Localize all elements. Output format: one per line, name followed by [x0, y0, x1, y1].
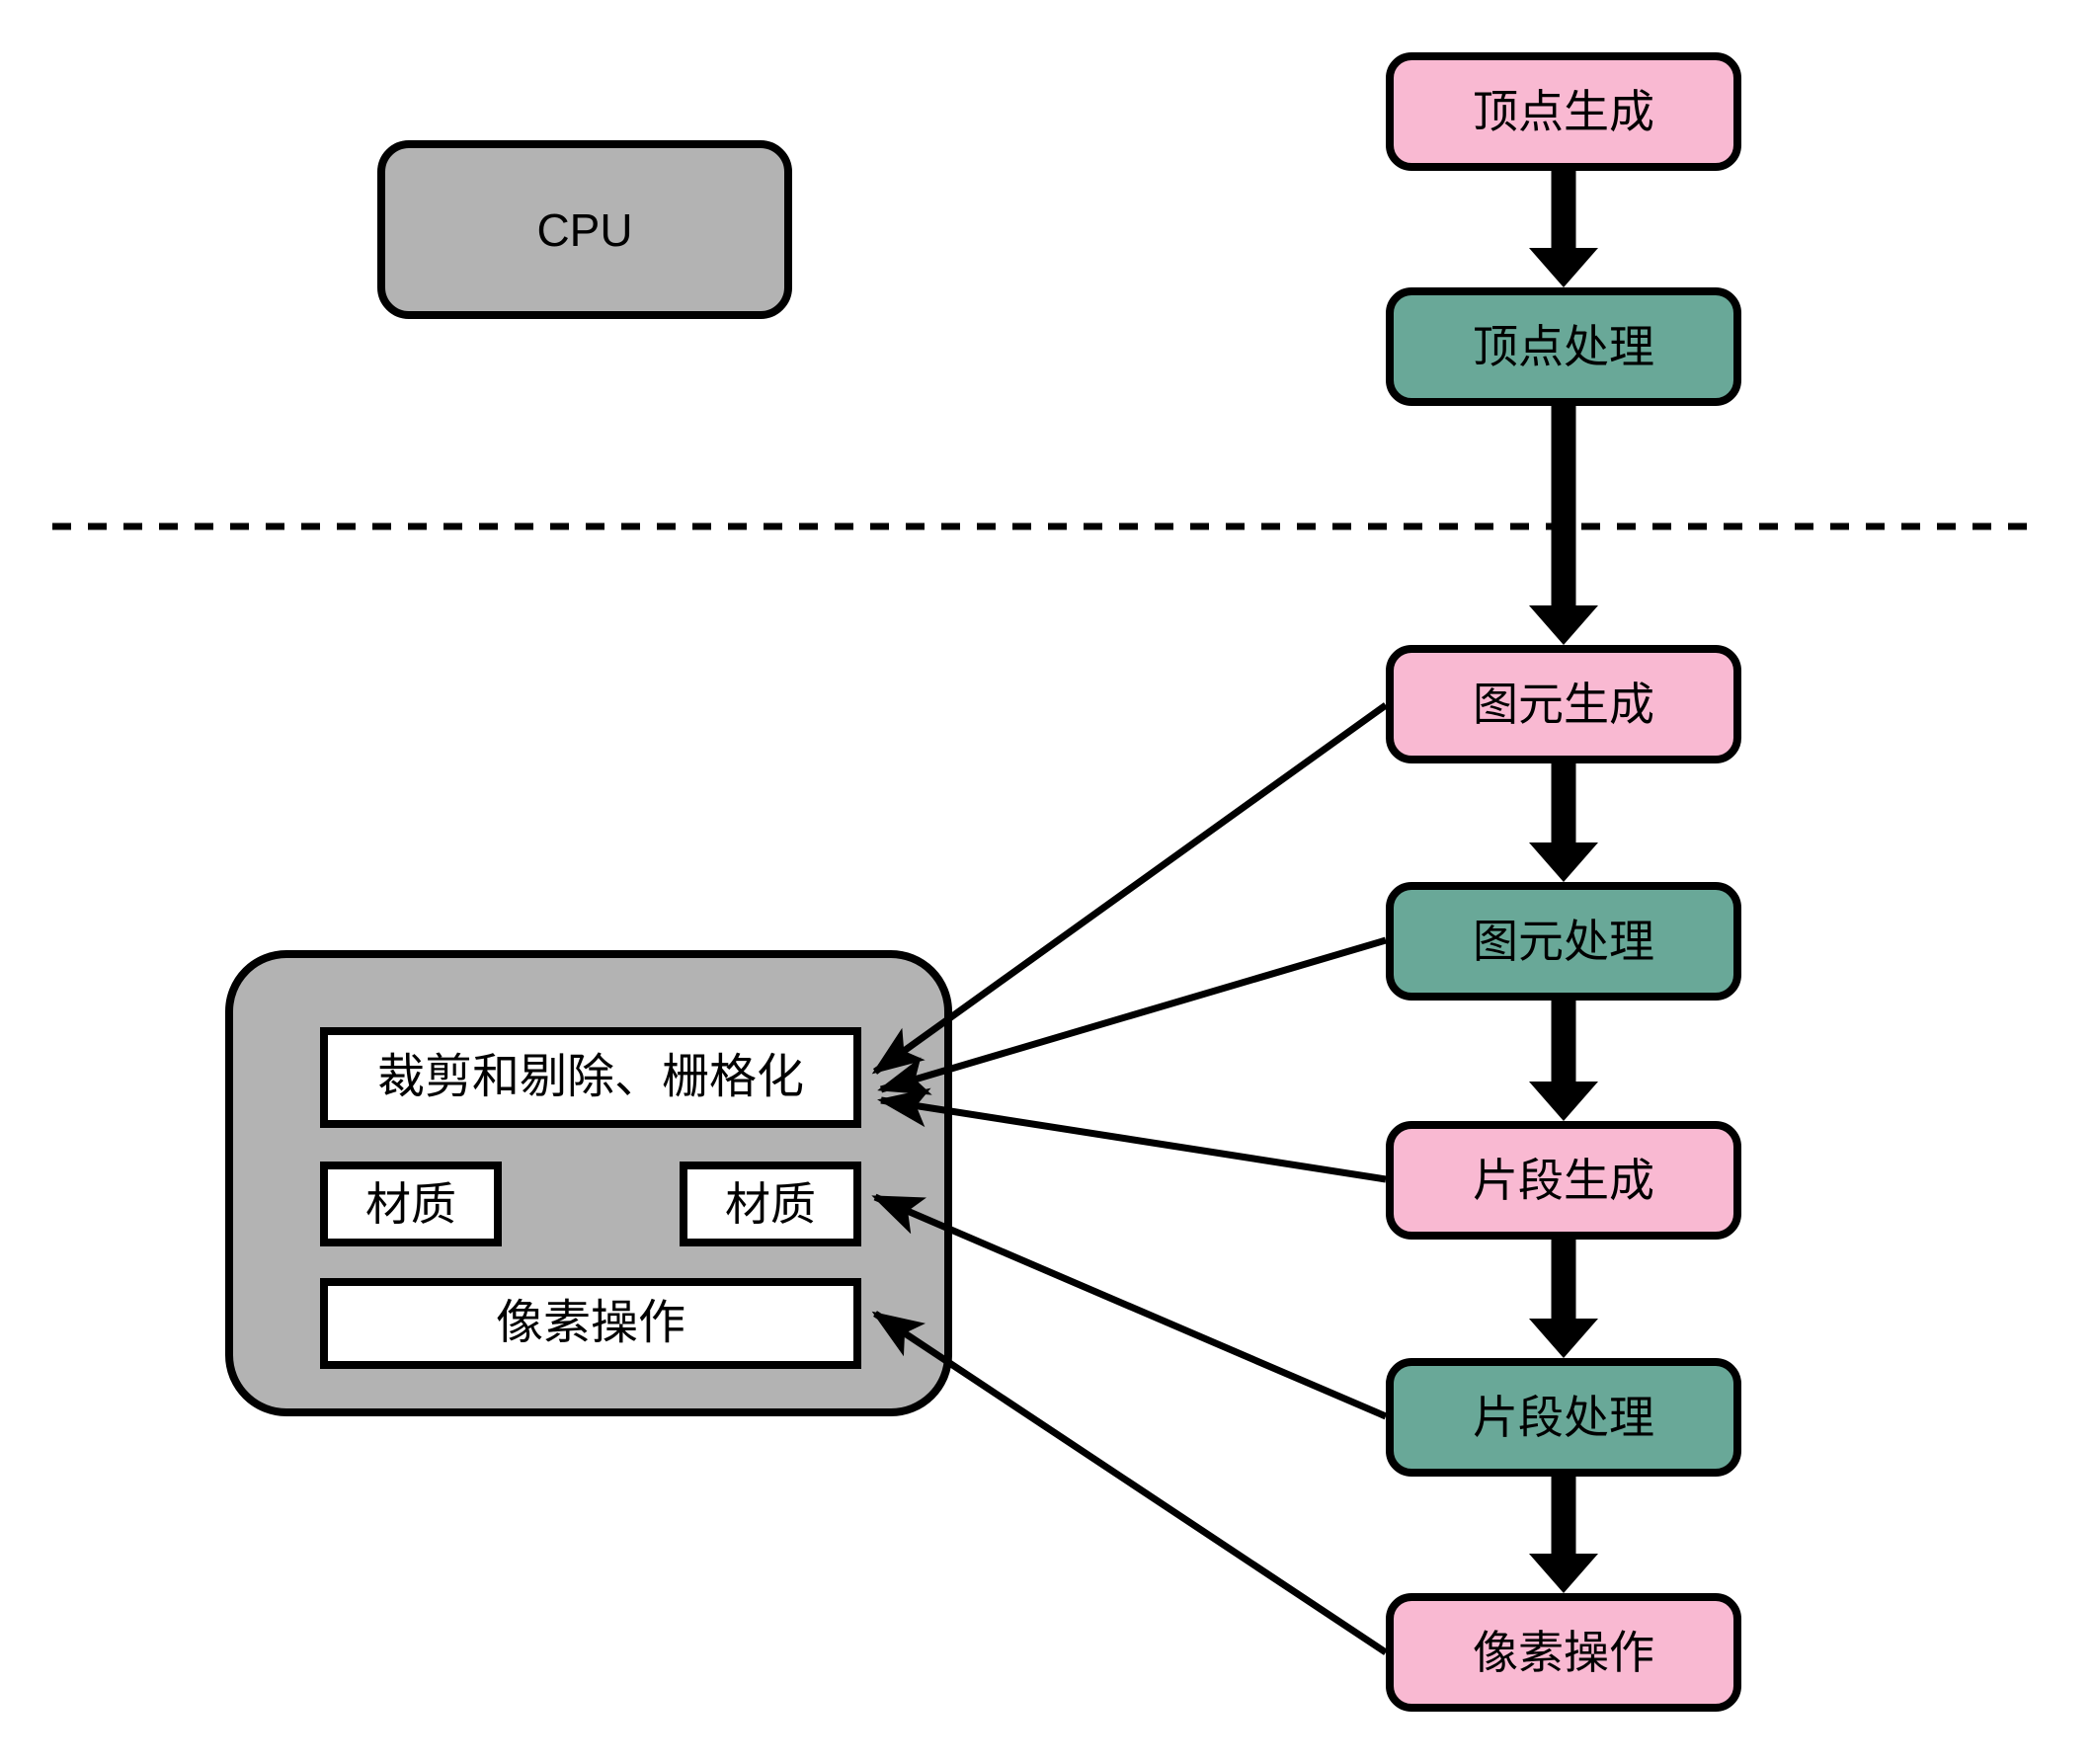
stage-primitive-processing: 图元处理	[1386, 882, 1741, 1001]
arrow-vertex-gen-to-vertex-proc	[1529, 171, 1598, 287]
stage-vertex-generation: 顶点生成	[1386, 52, 1741, 171]
link-pixel-ops-to-inner-pixel-ops-box	[871, 1311, 1388, 1655]
stage-vertex-processing-label: 顶点处理	[1473, 321, 1654, 372]
texture-left-label: 材质	[365, 1178, 456, 1230]
link-fragment-gen-to-clip-box	[877, 1087, 1387, 1183]
stage-vertex-processing: 顶点处理	[1386, 287, 1741, 406]
clip-cull-rasterize-box: 裁剪和剔除、栅格化	[320, 1027, 861, 1128]
stage-fragment-generation-label: 片段生成	[1473, 1155, 1654, 1206]
cpu-label: CPU	[536, 203, 633, 256]
stage-primitive-generation-label: 图元生成	[1473, 679, 1654, 730]
arrow-primitive-proc-to-fragment-gen	[1529, 1001, 1598, 1121]
texture-box-right: 材质	[680, 1162, 861, 1246]
stage-fragment-processing-label: 片段处理	[1473, 1392, 1654, 1443]
stage-primitive-processing-label: 图元处理	[1473, 916, 1654, 967]
stage-primitive-generation: 图元生成	[1386, 645, 1741, 763]
arrow-vertex-proc-to-primitive-gen	[1529, 406, 1598, 645]
stage-vertex-generation-label: 顶点生成	[1473, 86, 1654, 137]
texture-right-label: 材质	[725, 1178, 816, 1230]
pixel-operations-inner-label: 像素操作	[495, 1297, 685, 1349]
texture-box-left: 材质	[320, 1162, 502, 1246]
stage-fragment-generation: 片段生成	[1386, 1121, 1741, 1240]
pixel-operations-inner-box: 像素操作	[320, 1278, 861, 1369]
stage-pixel-operations: 像素操作	[1386, 1593, 1741, 1712]
link-primitive-proc-to-clip-box	[877, 936, 1387, 1095]
stage-pixel-operations-label: 像素操作	[1473, 1627, 1654, 1678]
stage-fragment-processing: 片段处理	[1386, 1358, 1741, 1477]
clip-cull-rasterize-label: 裁剪和剔除、栅格化	[376, 1051, 804, 1103]
arrow-fragment-gen-to-fragment-proc	[1529, 1240, 1598, 1358]
cpu-box: CPU	[377, 140, 792, 319]
arrow-primitive-gen-to-primitive-proc	[1529, 763, 1598, 882]
arrow-fragment-proc-to-pixel-ops	[1529, 1477, 1598, 1593]
